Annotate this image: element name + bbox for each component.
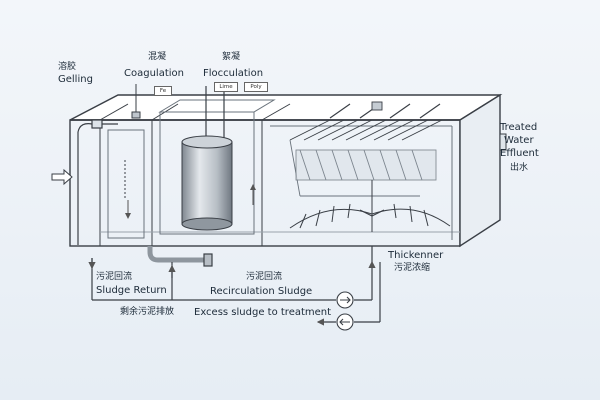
- water-label: Water: [504, 135, 534, 146]
- sludge-pipework: [88, 246, 381, 326]
- flocculation-label-en: Flocculation: [203, 68, 264, 79]
- recirculation-label-en: Recirculation Sludge: [210, 286, 313, 297]
- sludge-pumps: [336, 291, 354, 331]
- internal-flow-arrows: [125, 184, 256, 219]
- treated-label: Treated: [500, 122, 538, 133]
- lime-tag: Lime: [214, 82, 238, 92]
- inlet-arrow: [51, 168, 73, 186]
- gelling-label-zh: 溶胶: [58, 62, 77, 72]
- effluent-pipe: [499, 133, 507, 151]
- thickener-label-en: Thickenner: [388, 250, 444, 261]
- gelling-label-en: Gelling: [58, 74, 93, 85]
- flocculation-label-zh: 絮凝: [222, 52, 241, 62]
- thickener-label-zh: 污泥浓缩: [394, 263, 431, 273]
- effluent-label: Effluent: [500, 148, 539, 159]
- lamella-plates: [289, 101, 443, 197]
- coagulation-label-en: Coagulation: [124, 68, 184, 79]
- effluent-label-zh: 出水: [510, 163, 529, 173]
- sludge-return-label-zh: 污泥回流: [96, 272, 133, 282]
- coagulation-label-zh: 混凝: [148, 52, 167, 62]
- coagulation-chem-tag: Fe: [154, 86, 172, 96]
- excess-sludge-label-en: Excess sludge to treatment: [194, 307, 332, 318]
- gelling-pipe: [77, 119, 118, 245]
- coagulation-pipe: [124, 84, 141, 200]
- excess-sludge-label-zh: 剩余污泥排放: [120, 307, 175, 317]
- compartment-walls: [99, 99, 460, 246]
- recirculation-label-zh: 污泥回流: [246, 272, 283, 282]
- flocculation-mixer: [181, 86, 233, 231]
- poly-tag: Poly: [244, 82, 268, 92]
- sludge-return-label-en: Sludge Return: [96, 285, 167, 296]
- thickener-scraper: [289, 180, 451, 232]
